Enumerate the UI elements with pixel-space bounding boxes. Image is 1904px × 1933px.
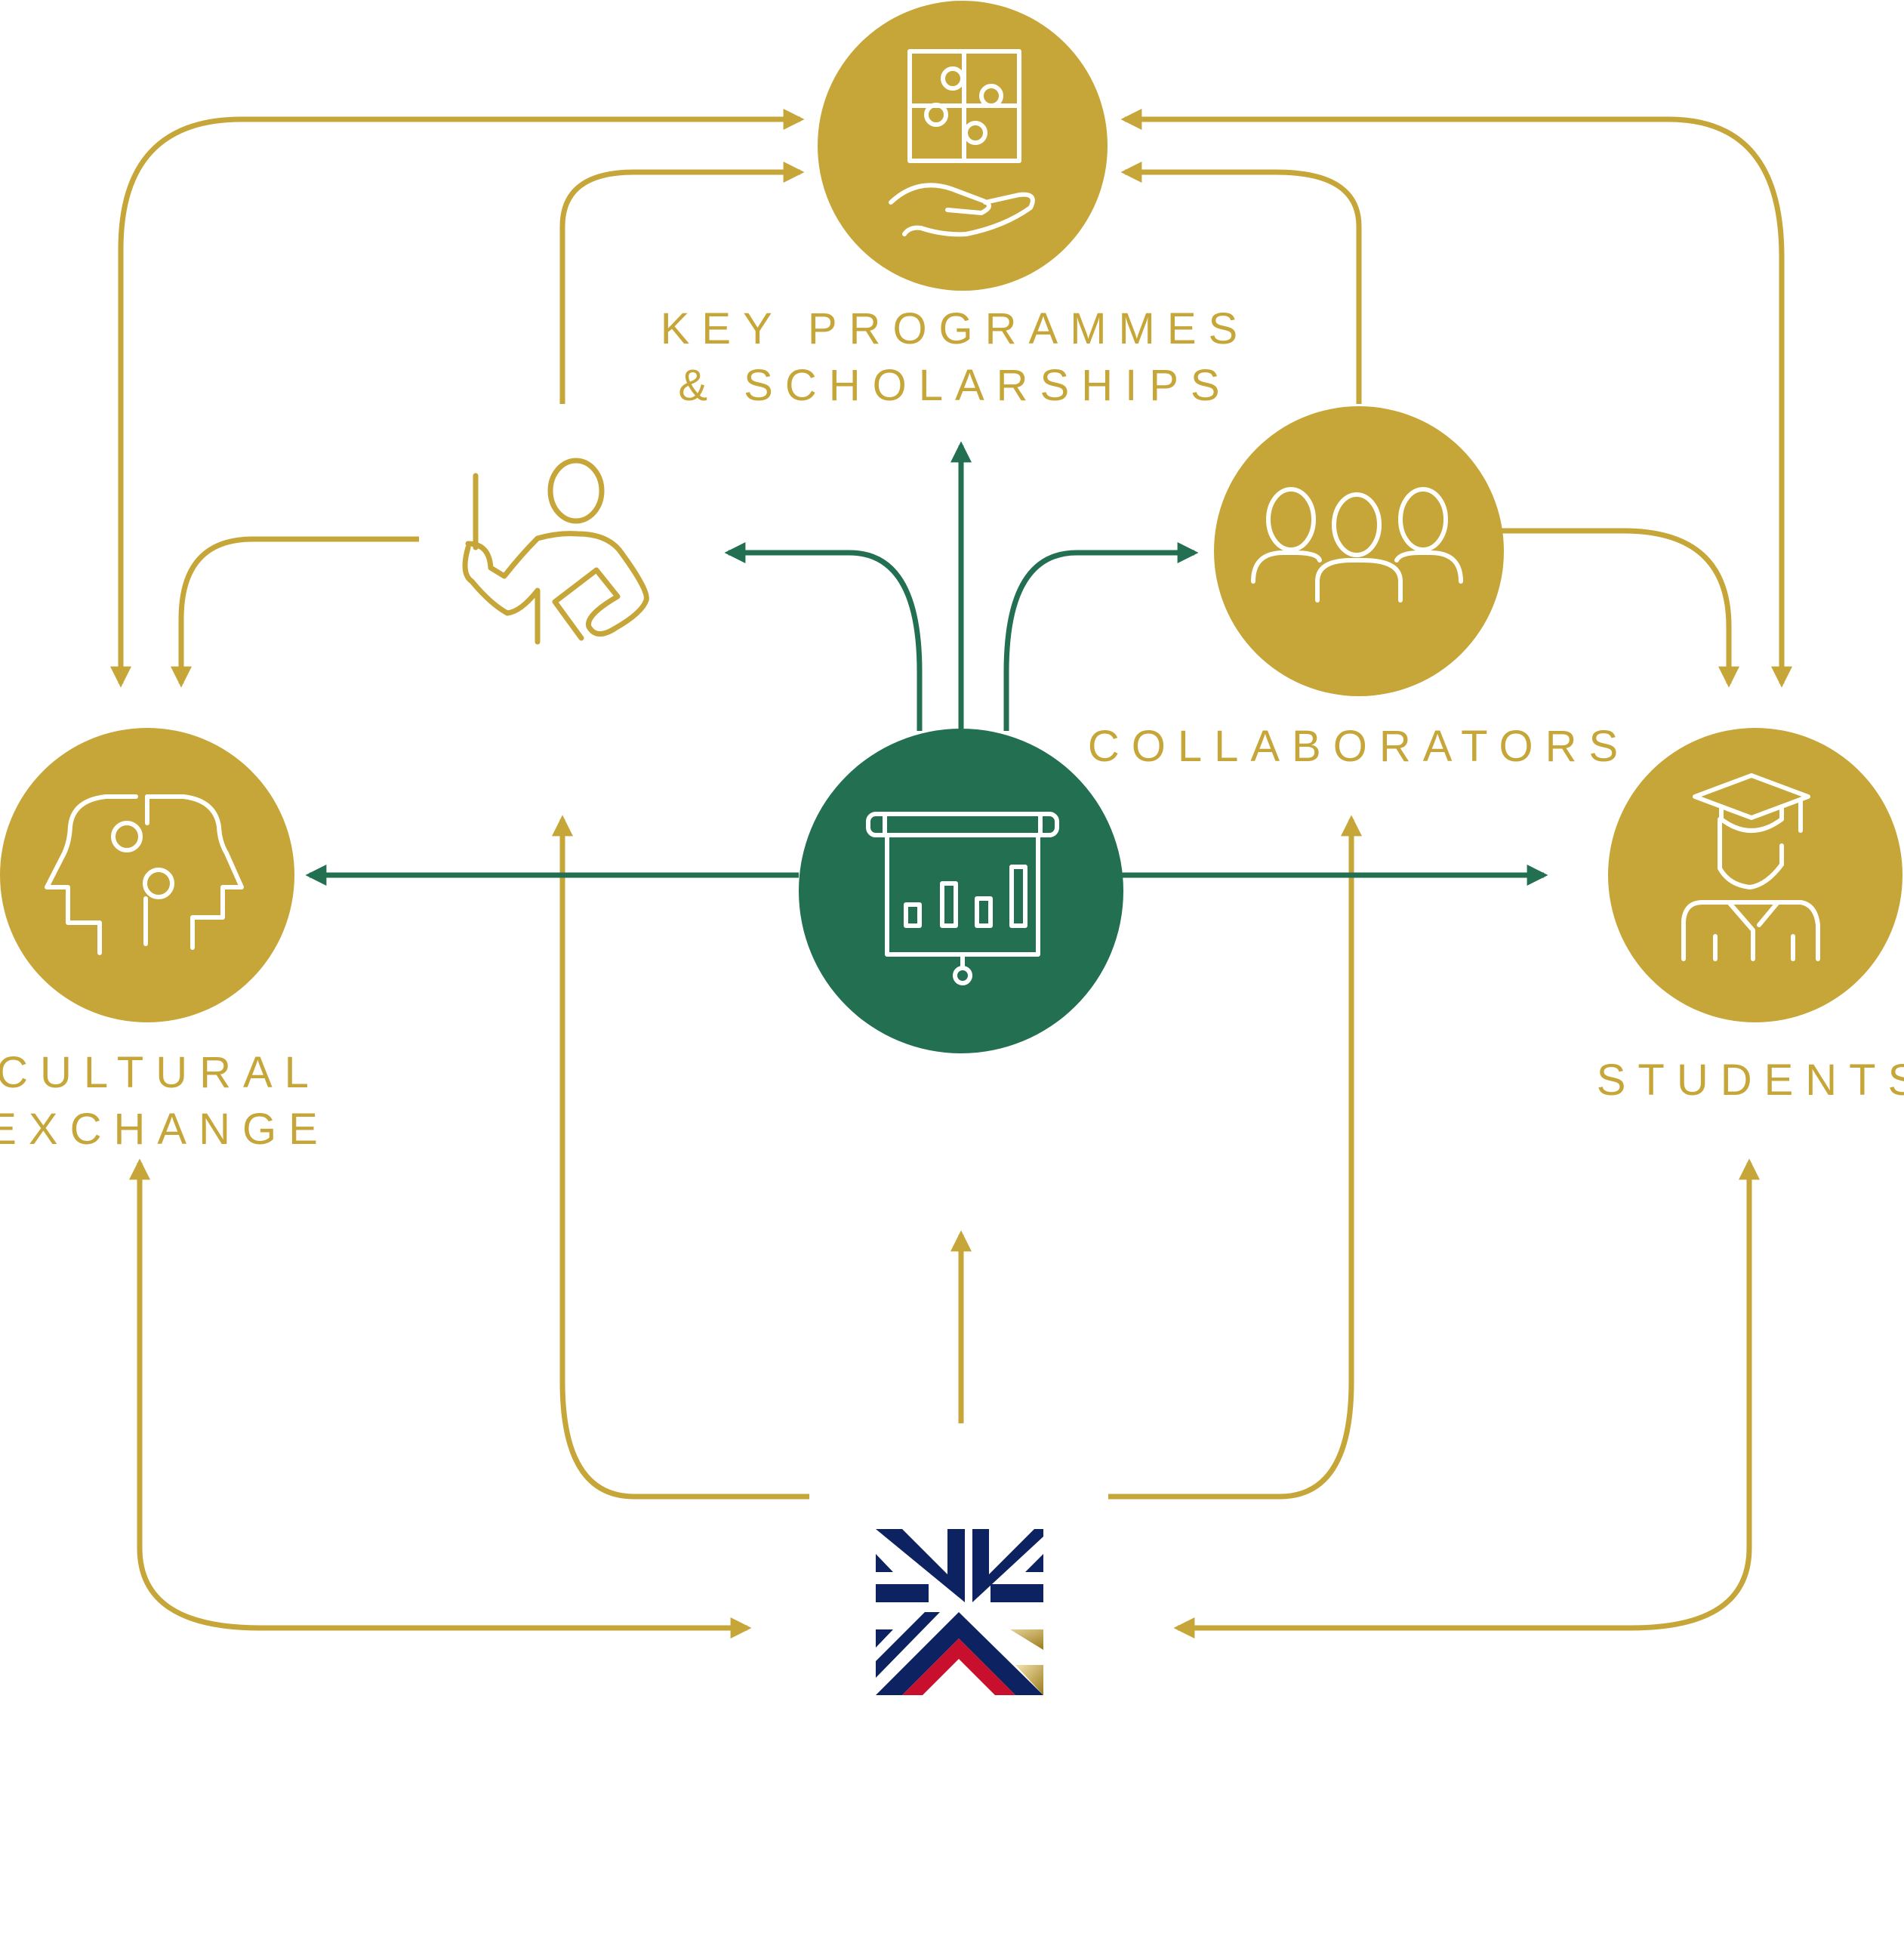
connector-cultural-brand: [129, 1158, 752, 1639]
collaborators-circle: [1214, 406, 1504, 696]
group-people-icon: [1251, 487, 1463, 603]
logo-chevrons-icon: [876, 1529, 1043, 1695]
node-key-programmes: KEY PROGRAMMES & SCHOLARSHIPS: [661, 1, 1250, 410]
presentation-board-icon: [866, 812, 1059, 985]
connector-programmes-cultural-outer: [110, 109, 805, 688]
node-students: STUDENTS: [1597, 728, 1904, 1105]
connector-students-brand: [1173, 1158, 1760, 1639]
collaborators-label: COLLABORATORS: [1088, 722, 1630, 771]
programmes-label-line1: KEY PROGRAMMES: [661, 304, 1250, 353]
green-connectors: [305, 441, 1548, 886]
students-label: STUDENTS: [1597, 1056, 1904, 1105]
connector-brand-teacher: [552, 815, 809, 1500]
center-circle: [799, 729, 1123, 1053]
connector-center-teacher: [724, 542, 923, 731]
connector-teacher-programmes: [559, 162, 805, 404]
node-center: [799, 729, 1123, 1053]
students-circle: [1608, 728, 1902, 1022]
gold-connectors: [110, 109, 1792, 1639]
node-collaborators: COLLABORATORS: [1088, 406, 1630, 771]
connector-teacher-cultural: [171, 536, 419, 688]
connector-programmes-students-outer: [1120, 109, 1792, 688]
programmes-label-line2: & SCHOLARSHIPS: [678, 361, 1231, 410]
puzzle-hand-icon: [889, 49, 1035, 237]
graduate-icon: [1681, 773, 1820, 961]
connector-collaborators-programmes: [1120, 162, 1362, 404]
connector-collaborators-students: [1499, 528, 1739, 688]
teacher-pointing-icon: [462, 458, 649, 645]
cultural-label-line1: CULTURAL: [0, 1048, 321, 1097]
connector-brand-collaborators: [1108, 815, 1362, 1500]
node-cultural-exchange: CULTURAL EXCHANGE: [0, 728, 330, 1154]
cultural-label-line2: EXCHANGE: [0, 1105, 330, 1154]
two-heads-puzzle-icon: [45, 794, 244, 955]
connector-center-collaborators: [1003, 542, 1199, 731]
